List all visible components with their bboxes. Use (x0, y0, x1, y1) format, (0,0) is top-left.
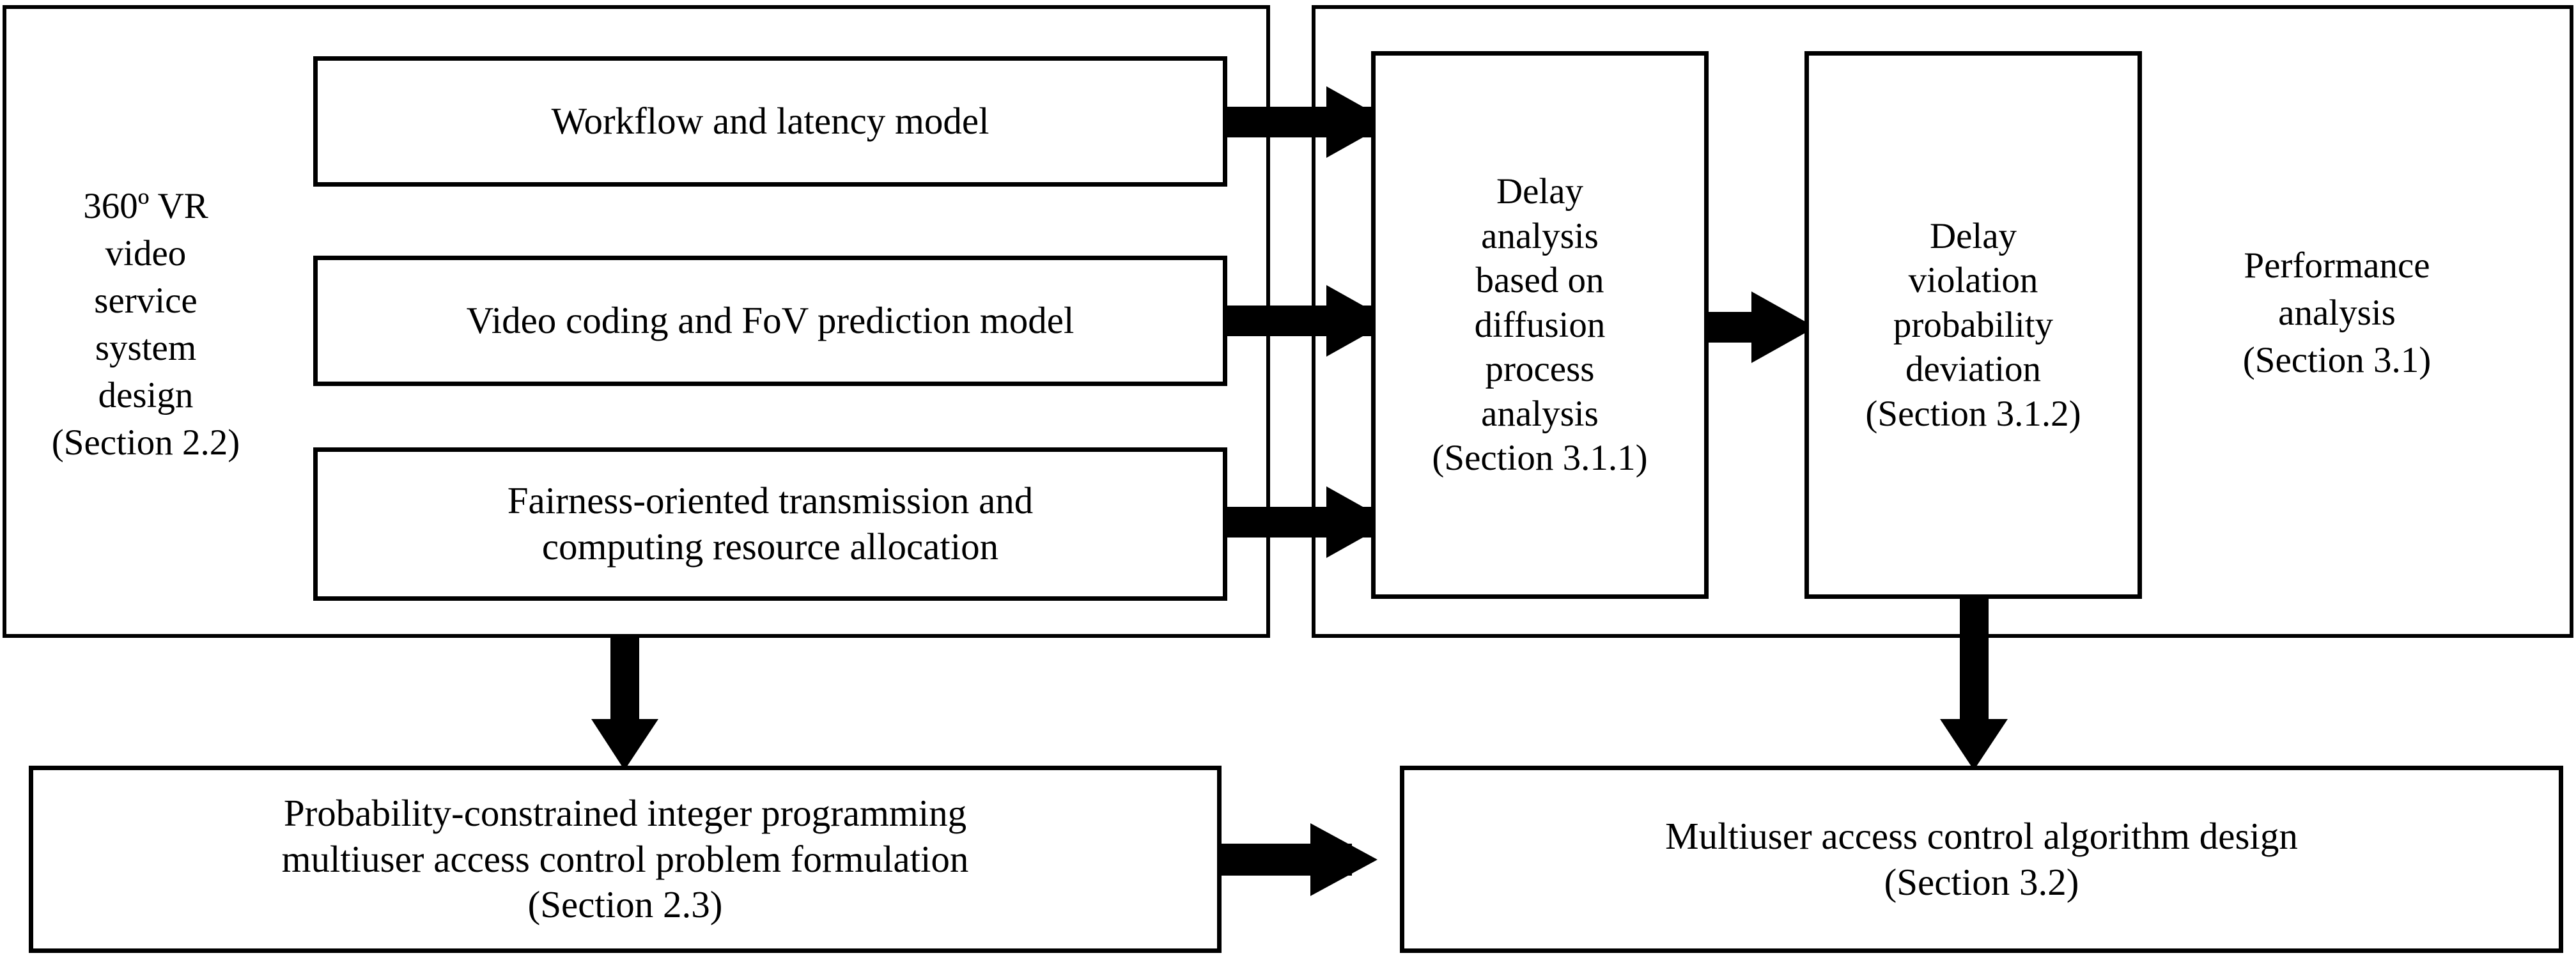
node-access-control-algorithm[interactable]: Multiuser access control algorithm desig… (1400, 766, 2563, 953)
group-performance-analysis (1312, 5, 2573, 638)
node-delay-analysis-diffusion-label: Delay analysis based on diffusion proces… (1432, 171, 1648, 479)
node-fairness-resource-allocation[interactable]: Fairness-oriented transmission and compu… (313, 447, 1227, 601)
node-access-control-algorithm-label: Multiuser access control algorithm desig… (1665, 814, 2298, 903)
group-system-design-text: 360º VR video service system design (Sec… (51, 185, 240, 463)
node-delay-analysis-diffusion[interactable]: Delay analysis based on diffusion proces… (1371, 51, 1709, 599)
group-performance-analysis-text: Performance analysis (Section 3.1) (2242, 245, 2432, 381)
group-performance-analysis-label: Performance analysis (Section 3.1) (2145, 211, 2529, 415)
node-problem-formulation[interactable]: Probability-constrained integer programm… (29, 766, 1222, 953)
node-delay-violation-probability[interactable]: Delay violation probability deviation (S… (1804, 51, 2142, 599)
arrow-formulation-to-algorithm (1205, 823, 1377, 896)
arrow-design-to-formulation (591, 634, 658, 770)
node-video-coding-fov-model[interactable]: Video coding and FoV prediction model (313, 256, 1227, 386)
group-system-design (3, 5, 1270, 638)
node-video-coding-fov-model-label: Video coding and FoV prediction model (466, 299, 1075, 342)
node-delay-violation-probability-label: Delay violation probability deviation (S… (1865, 215, 2081, 434)
node-workflow-latency-model-label: Workflow and latency model (551, 100, 989, 143)
group-system-design-label: 360º VR video service system design (Sec… (18, 165, 274, 484)
node-problem-formulation-label: Probability-constrained integer programm… (281, 791, 969, 926)
node-fairness-resource-allocation-label: Fairness-oriented transmission and compu… (507, 479, 1034, 568)
node-workflow-latency-model[interactable]: Workflow and latency model (313, 56, 1227, 187)
